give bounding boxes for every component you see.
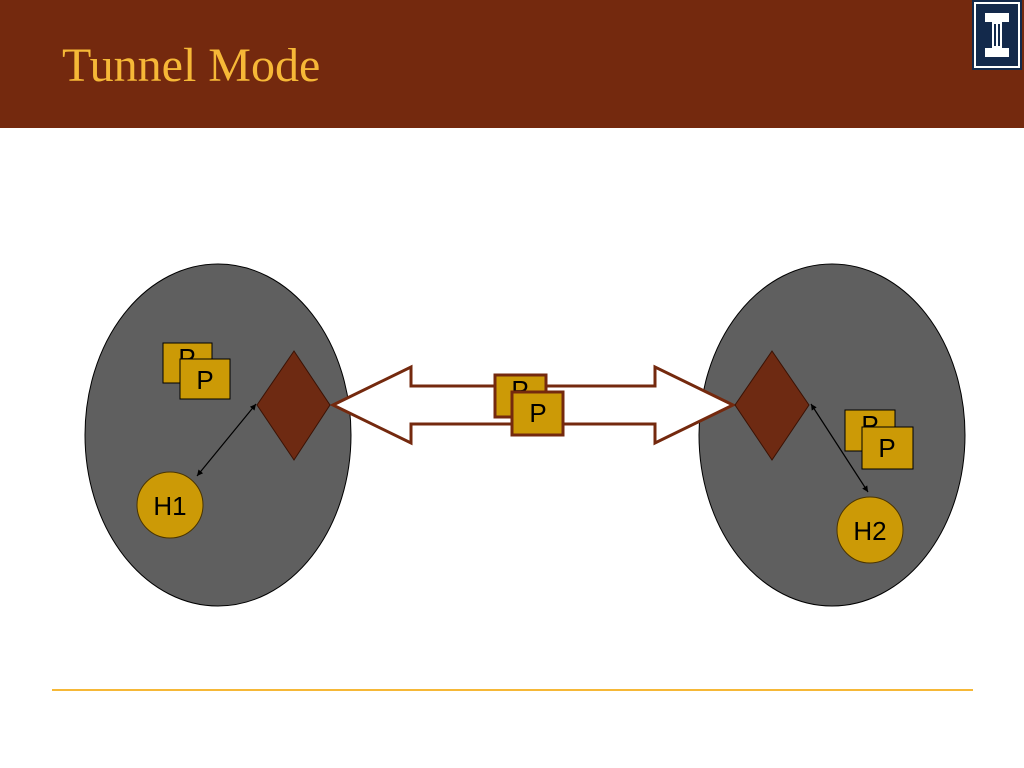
host-h2-circle <box>836 496 904 564</box>
university-logo-icon <box>972 0 1022 70</box>
host-h2: H2 <box>836 496 904 564</box>
left-packet-front <box>179 358 231 400</box>
title-bar: Tunnel Mode <box>0 0 1024 128</box>
host-h1-circle <box>136 471 204 539</box>
tunnel-packet-front-label: P <box>529 398 546 428</box>
right-network <box>698 263 966 607</box>
host-h1: H1 <box>136 471 204 539</box>
left-packet-front-label: P <box>196 365 213 395</box>
left-gateway-icon <box>256 350 331 461</box>
host-h2-label: H2 <box>853 516 886 546</box>
tunnel-packet-front <box>510 390 565 437</box>
left-network-ellipse <box>84 263 352 607</box>
right-gateway-icon <box>734 350 810 461</box>
host-h1-label: H1 <box>153 491 186 521</box>
h1-gateway-link <box>196 403 257 477</box>
tunnel-packet-stack: P P <box>493 373 565 437</box>
left-packet-stack: P P <box>162 342 231 400</box>
footer-divider <box>52 689 973 691</box>
right-packet-front-label: P <box>878 433 895 463</box>
left-network <box>84 263 352 607</box>
right-packet-stack: P P <box>844 409 914 470</box>
right-packet-front <box>861 426 914 470</box>
right-network-ellipse <box>698 263 966 607</box>
h2-gateway-link <box>810 403 869 493</box>
slide-title: Tunnel Mode <box>62 39 321 92</box>
